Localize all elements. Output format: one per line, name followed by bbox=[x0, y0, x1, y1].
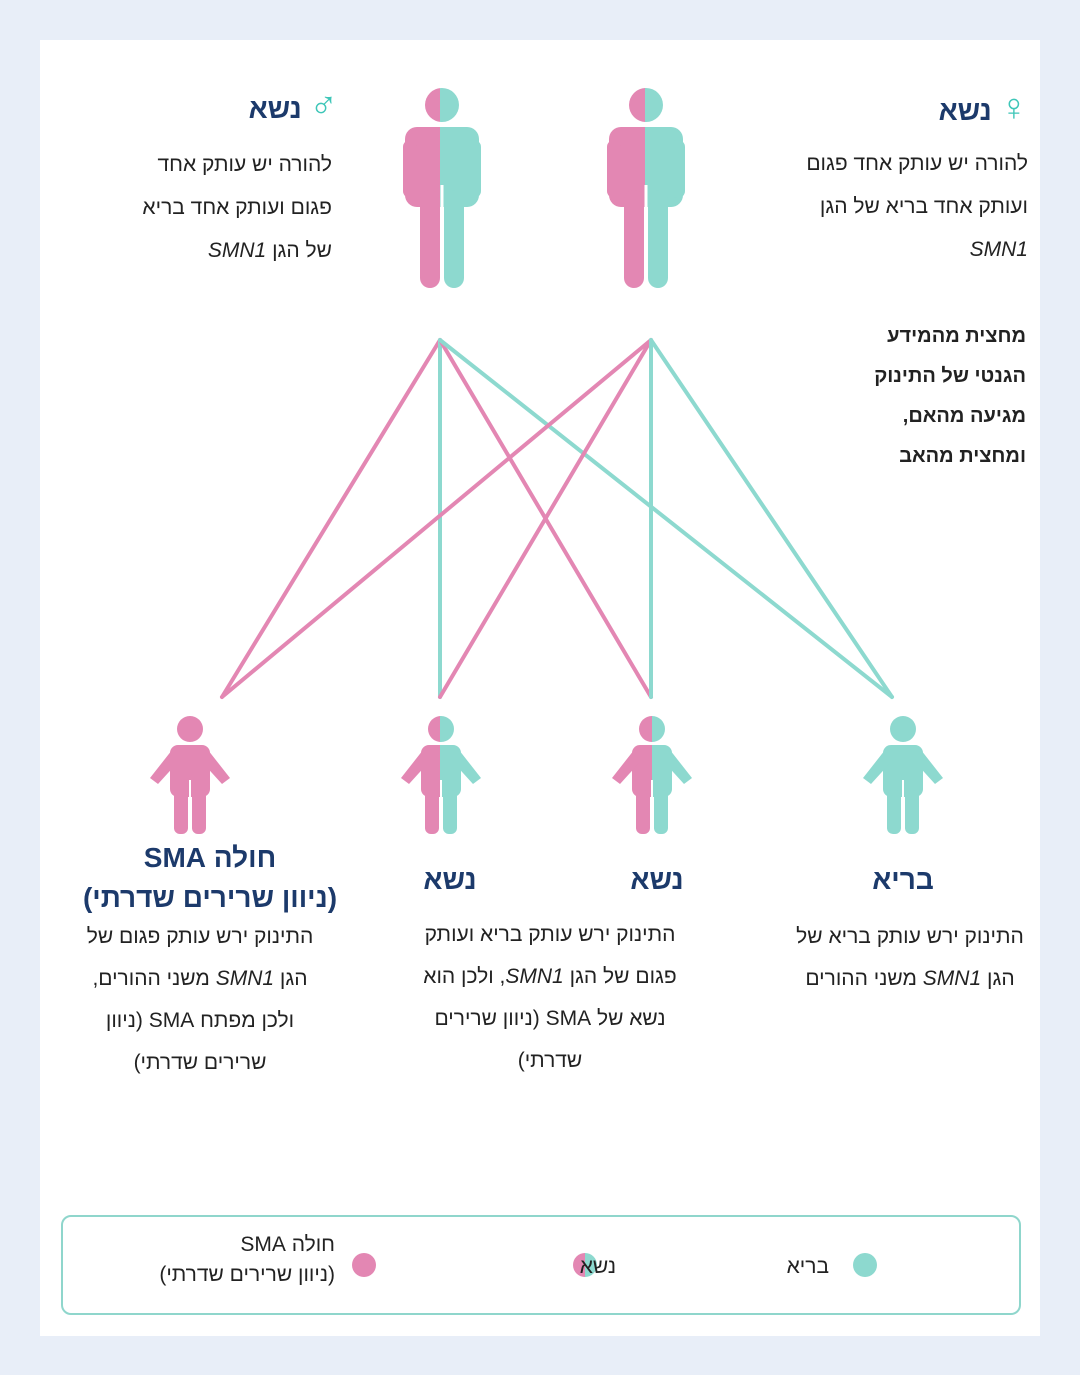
legend-carrier-dot-icon bbox=[573, 1253, 597, 1277]
child-healthy-figure-icon bbox=[863, 716, 943, 834]
child-carrier-description: התינוק ירש עותק בריא ועותק פגום של הגן S… bbox=[423, 923, 677, 1072]
line-mother-to-carrier-left bbox=[438, 338, 653, 699]
child-affected-description: התינוק ירש עותק פגום של הגן SMN1 משני הה… bbox=[86, 925, 314, 1074]
child-affected-figure-icon bbox=[150, 716, 230, 834]
child-affected-title: חולה SMA (ניוון שרירים שדרתי) bbox=[82, 842, 338, 913]
gene-name: SMN1 bbox=[969, 238, 1028, 261]
mother-description: להורה יש עותק אחד פגום ועותק אחד בריא של… bbox=[806, 152, 1028, 261]
line-mother-to-healthy bbox=[649, 338, 894, 699]
father-description: להורה יש עותק אחד פגום ועותק אחד בריא של… bbox=[142, 153, 332, 262]
father-figure-icon bbox=[403, 88, 481, 288]
child-healthy-title: בריא bbox=[872, 864, 934, 895]
child-carrier-left-title: נשא bbox=[423, 864, 477, 895]
legend-carrier-label: נשא bbox=[579, 1255, 616, 1278]
legend-affected-dot-icon bbox=[352, 1253, 376, 1277]
child-healthy-description: התינוק ירש עותק בריא של הגן SMN1 משני הה… bbox=[796, 925, 1024, 990]
legend-healthy-dot-icon bbox=[853, 1253, 877, 1277]
mother-label: ♀ נשא bbox=[938, 87, 1029, 129]
legend-healthy-label: בריא bbox=[786, 1255, 829, 1278]
father-label: ♂ נשא bbox=[248, 85, 339, 127]
legend-affected-label: חולה SMA (ניוון שרירים שדרתי) bbox=[159, 1233, 335, 1286]
child-carrier-right-title: נשא bbox=[630, 864, 684, 895]
child-carrier-right-figure-icon bbox=[612, 716, 692, 834]
gene-name: SMN1 bbox=[207, 239, 267, 262]
line-father-to-affected bbox=[220, 338, 442, 699]
inheritance-lines bbox=[220, 338, 894, 699]
diagram-card bbox=[40, 40, 1040, 1336]
female-symbol-icon: ♀ bbox=[999, 87, 1029, 129]
inheritance-note: מחצית מהמידע הגנטי של התינוק מגיעה מהאם,… bbox=[874, 325, 1026, 467]
legend-box: בריא נשא חולה SMA (ניוון שרירים שדרתי) bbox=[61, 1215, 1021, 1315]
line-mother-to-affected bbox=[220, 338, 653, 699]
line-father-to-healthy bbox=[438, 338, 894, 699]
child-carrier-left-figure-icon bbox=[401, 716, 481, 834]
mother-figure-icon bbox=[607, 88, 685, 288]
male-symbol-icon: ♂ bbox=[309, 85, 339, 127]
